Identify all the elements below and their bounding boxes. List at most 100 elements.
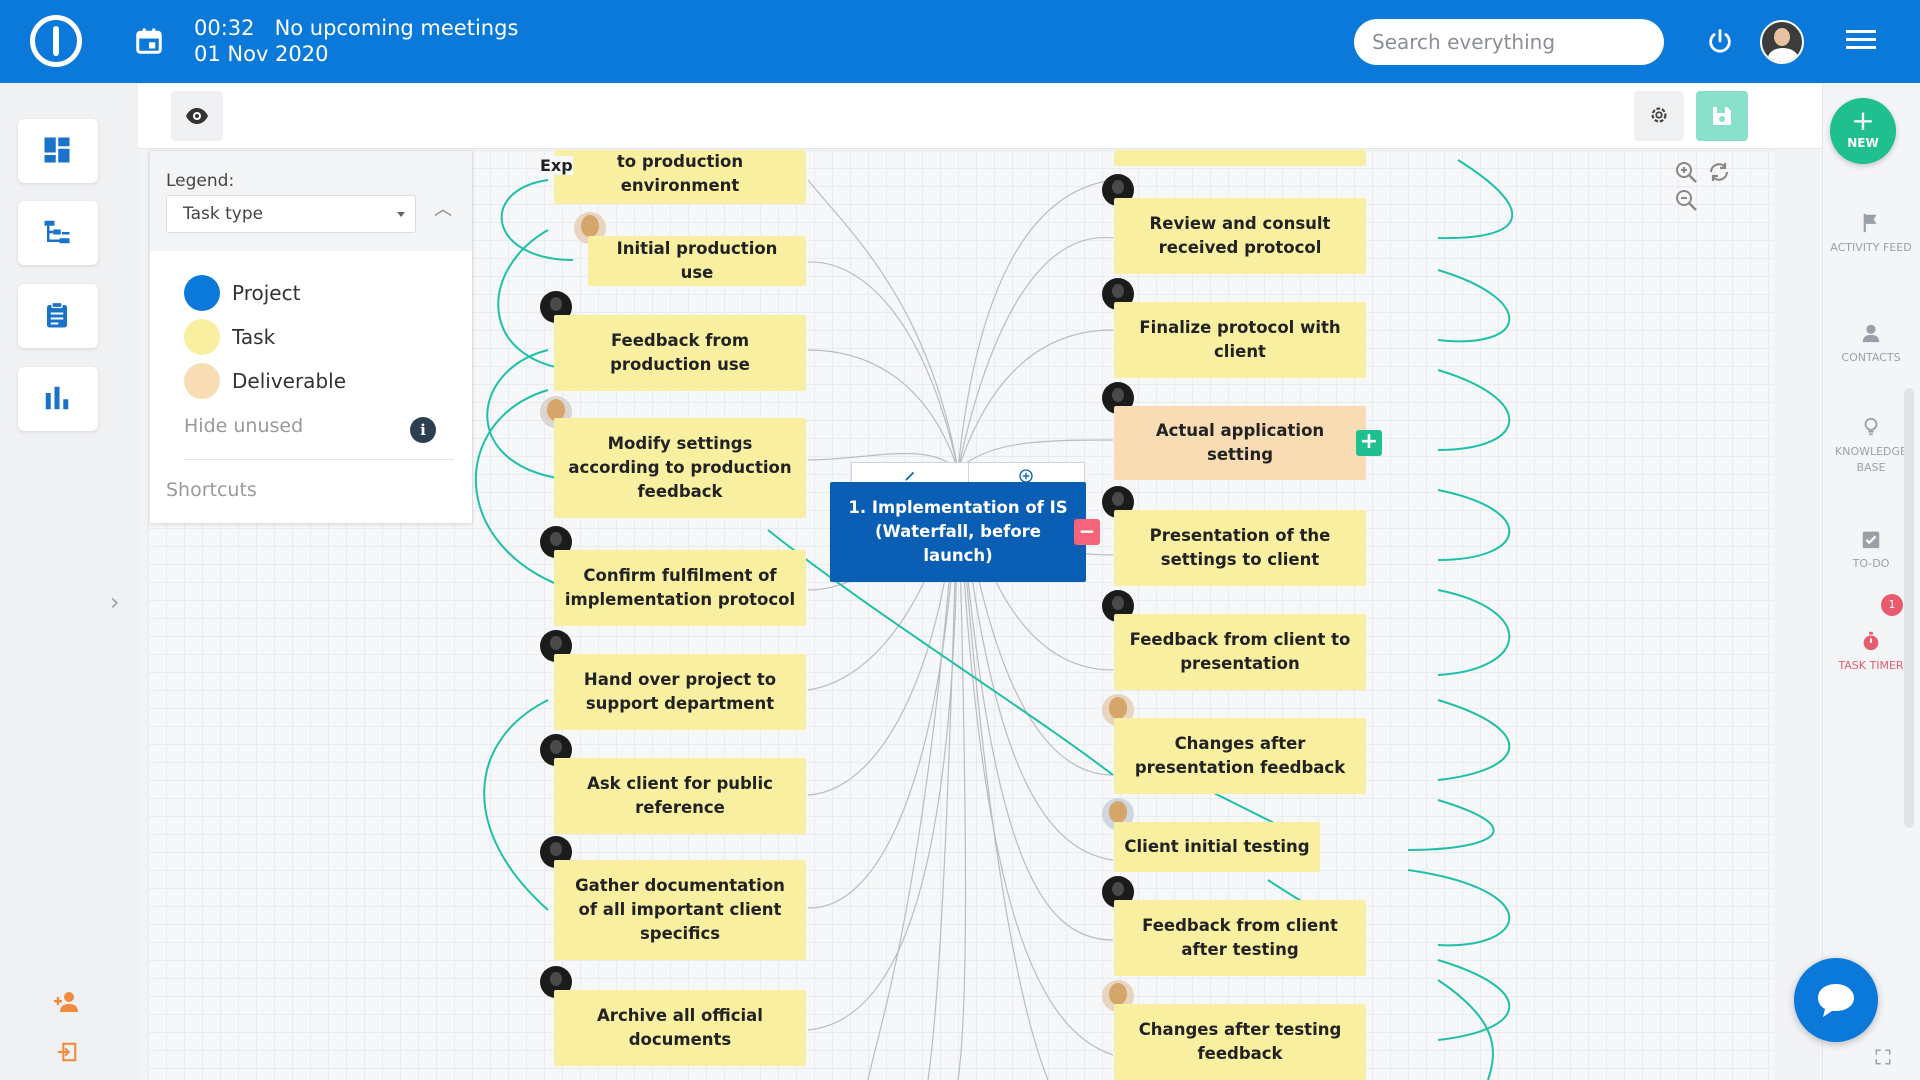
task-node[interactable]: Ask client for public reference bbox=[554, 758, 806, 834]
task-node[interactable]: Review and consult received protocol bbox=[1114, 198, 1366, 274]
chat-bubble-icon bbox=[1818, 984, 1854, 1017]
bar-chart-icon bbox=[45, 386, 69, 410]
tasks-button[interactable] bbox=[18, 284, 98, 348]
tree-view-button[interactable] bbox=[18, 201, 98, 265]
expand-sidebar-icon[interactable]: › bbox=[110, 588, 120, 616]
chevron-up-icon[interactable]: ︿ bbox=[434, 199, 452, 220]
current-date: 01 Nov 2020 bbox=[194, 42, 329, 66]
zoom-in-icon[interactable] bbox=[1674, 160, 1698, 184]
project-color-dot bbox=[184, 275, 220, 311]
settings-button[interactable] bbox=[1634, 91, 1684, 141]
add-user-icon[interactable] bbox=[54, 991, 80, 1013]
legend-item-task: Task bbox=[184, 319, 275, 355]
legend-item-label: Deliverable bbox=[232, 369, 346, 393]
tree-structure-icon bbox=[44, 220, 70, 244]
fullscreen-icon[interactable] bbox=[1874, 1048, 1892, 1066]
calendar-icon[interactable] bbox=[134, 26, 164, 56]
person-icon bbox=[1862, 324, 1880, 343]
gear-icon bbox=[1651, 107, 1667, 123]
timer-count-badge: 1 bbox=[1881, 594, 1903, 616]
left-navigation: ▶ › bbox=[0, 83, 138, 1080]
task-node[interactable]: Archive all official documents bbox=[554, 990, 806, 1066]
shortcuts-link[interactable]: Shortcuts bbox=[166, 479, 257, 501]
meeting-info[interactable]: 00:32 No upcoming meetings 01 Nov 2020 bbox=[194, 15, 518, 67]
legend-select-value: Task type bbox=[183, 204, 264, 224]
edit-node-button[interactable] bbox=[852, 463, 969, 489]
dashboard-icon bbox=[44, 137, 70, 163]
right-sidebar bbox=[1822, 83, 1920, 1080]
task-node[interactable]: Feedback from client after testing bbox=[1114, 900, 1366, 976]
current-time: 00:32 bbox=[194, 16, 255, 40]
collapse-node-button[interactable]: − bbox=[1074, 519, 1100, 545]
task-node[interactable]: Changes after testing feedback bbox=[1114, 1004, 1366, 1080]
activity-feed-button[interactable]: ACTIVITY FEED bbox=[1822, 212, 1920, 256]
legend-item-deliverable: Deliverable bbox=[184, 363, 346, 399]
task-node[interactable]: Feedback from client to presentation bbox=[1114, 614, 1366, 690]
task-node[interactable]: Changes after presentation feedback bbox=[1114, 718, 1366, 794]
plus-icon: + bbox=[1851, 104, 1875, 137]
task-node[interactable]: to production environment bbox=[554, 150, 806, 204]
knowledge-base-button[interactable]: KNOWLEDGE BASE bbox=[1822, 416, 1920, 476]
view-options-button[interactable] bbox=[171, 91, 223, 141]
contacts-label: CONTACTS bbox=[1841, 351, 1901, 364]
new-button-label: NEW bbox=[1847, 136, 1879, 150]
floppy-disk-icon bbox=[1713, 107, 1731, 125]
menu-icon[interactable] bbox=[1846, 30, 1876, 52]
dashboard-button[interactable] bbox=[18, 119, 98, 183]
legend-item-project: Project bbox=[184, 275, 300, 311]
search-input[interactable] bbox=[1354, 19, 1664, 65]
contacts-button[interactable]: CONTACTS bbox=[1822, 322, 1920, 366]
mindmap-toolbar bbox=[138, 83, 1822, 149]
legend-header: Legend: Task type ︿ bbox=[150, 151, 472, 251]
zoom-controls bbox=[1674, 160, 1764, 211]
task-node[interactable]: Gather documentation of all important cl… bbox=[554, 860, 806, 960]
eye-icon bbox=[186, 108, 208, 124]
zoom-out-icon[interactable] bbox=[1674, 188, 1698, 212]
task-node[interactable]: Confirm fulfilment of implementation pro… bbox=[554, 550, 806, 626]
knowledge-base-label: KNOWLEDGE BASE bbox=[1835, 445, 1907, 474]
stopwatch-icon bbox=[1863, 631, 1879, 651]
deliverable-node[interactable]: Actual application setting bbox=[1114, 406, 1366, 480]
clipboard-icon bbox=[47, 301, 67, 328]
scrollbar[interactable] bbox=[1904, 388, 1914, 828]
new-button[interactable]: + NEW bbox=[1830, 98, 1896, 164]
lightbulb-icon bbox=[1864, 417, 1878, 436]
reset-zoom-icon[interactable] bbox=[1707, 160, 1731, 184]
info-icon[interactable]: i bbox=[410, 417, 436, 443]
mindmap-connections bbox=[475, 159, 1514, 1080]
legend-title: Legend: bbox=[166, 171, 235, 191]
task-node[interactable]: Hand over project to support department bbox=[554, 654, 806, 730]
flag-icon bbox=[1863, 213, 1877, 233]
user-avatar[interactable] bbox=[1760, 20, 1804, 64]
meeting-status: No upcoming meetings bbox=[274, 16, 519, 40]
pencil-icon bbox=[905, 471, 914, 481]
app-logo[interactable] bbox=[30, 15, 82, 67]
power-icon[interactable] bbox=[1706, 27, 1734, 55]
task-node[interactable]: Presentation of the settings to client bbox=[1114, 510, 1366, 586]
project-node[interactable]: 1. Implementation of IS (Waterfall, befo… bbox=[830, 482, 1086, 582]
chat-button[interactable] bbox=[1794, 958, 1878, 1042]
to-do-button[interactable]: TO-DO bbox=[1822, 528, 1920, 572]
legend-item-label: Project bbox=[232, 281, 301, 305]
sign-in-icon[interactable] bbox=[56, 1041, 78, 1063]
task-node[interactable] bbox=[1114, 150, 1366, 166]
task-node[interactable]: Finalize protocol with client bbox=[1114, 302, 1366, 378]
checklist-icon bbox=[1862, 531, 1880, 549]
task-node[interactable]: Initial production use bbox=[588, 236, 806, 286]
task-node[interactable]: Client initial testing bbox=[1114, 822, 1320, 872]
task-node[interactable]: Feedback from production use bbox=[554, 315, 806, 391]
task-timer-button[interactable]: TASK TIMER bbox=[1822, 630, 1920, 674]
expand-node-button[interactable]: + bbox=[1356, 430, 1382, 456]
deliverable-color-dot bbox=[184, 363, 220, 399]
hide-unused-toggle[interactable]: Hide unused bbox=[184, 415, 304, 437]
caret-down-icon bbox=[397, 212, 405, 217]
save-button[interactable] bbox=[1696, 91, 1748, 141]
task-node[interactable]: Modify settings according to production … bbox=[554, 418, 806, 518]
reports-button[interactable] bbox=[18, 367, 98, 431]
partial-node-label: Exp bbox=[540, 156, 573, 175]
legend-item-label: Task bbox=[232, 325, 276, 349]
to-do-label: TO-DO bbox=[1852, 557, 1890, 570]
legend-type-select[interactable]: Task type bbox=[166, 195, 416, 233]
activity-feed-label: ACTIVITY FEED bbox=[1830, 241, 1912, 254]
task-color-dot bbox=[184, 319, 220, 355]
